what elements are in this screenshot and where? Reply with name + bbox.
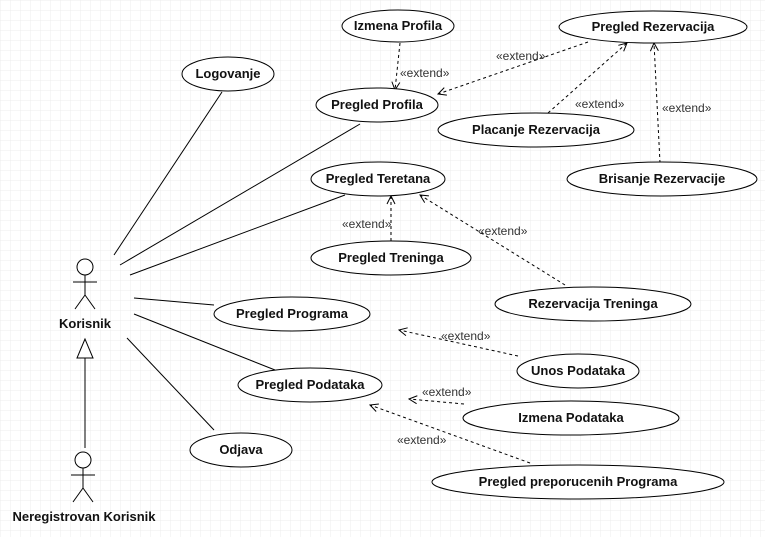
extend-label: «extend» xyxy=(478,224,528,238)
use-case-izmena-podataka[interactable]: Izmena Podataka xyxy=(462,400,680,436)
extend-label: «extend» xyxy=(441,329,491,343)
actor-label: Neregistrovan Korisnik xyxy=(12,509,156,524)
extend-label: «extend» xyxy=(496,49,546,63)
extend-labels: «extend» «extend» «extend» «extend» «ext… xyxy=(342,49,712,447)
use-case-label: Pregled Rezervacija xyxy=(592,19,716,34)
extend-label: «extend» xyxy=(575,97,625,111)
use-case-odjava[interactable]: Odjava xyxy=(189,432,293,468)
use-case-pregled-teretana[interactable]: Pregled Teretana xyxy=(310,161,446,197)
use-case-label: Pregled preporucenih Programa xyxy=(479,474,678,489)
use-case-label: Unos Podataka xyxy=(531,363,626,378)
associations xyxy=(113,91,361,431)
use-case-label: Pregled Treninga xyxy=(338,250,444,265)
use-case-label: Izmena Profila xyxy=(354,18,443,33)
actor-head-icon xyxy=(76,258,94,276)
use-case-logovanje[interactable]: Logovanje xyxy=(181,56,275,92)
use-case-label: Pregled Programa xyxy=(236,306,349,321)
extend-relations xyxy=(370,41,661,464)
use-case-label: Pregled Profila xyxy=(331,97,424,112)
use-case-label: Odjava xyxy=(219,442,263,457)
extend-label: «extend» xyxy=(422,385,472,399)
use-case-pregled-rezervacija[interactable]: Pregled Rezervacija xyxy=(558,10,748,44)
extend-label: «extend» xyxy=(342,217,392,231)
use-case-pregled-podataka[interactable]: Pregled Podataka xyxy=(237,367,383,403)
use-case-label: Logovanje xyxy=(195,66,260,81)
use-case-izmena-profila[interactable]: Izmena Profila xyxy=(341,9,455,43)
extend-label: «extend» xyxy=(662,101,712,115)
use-case-pregled-programa[interactable]: Pregled Programa xyxy=(213,296,371,332)
use-case-rezervacija-treninga[interactable]: Rezervacija Treninga xyxy=(494,286,692,322)
generalization-arrow xyxy=(76,337,94,448)
extend-label: «extend» xyxy=(400,66,450,80)
actor-head-icon xyxy=(74,451,92,469)
extend-label: «extend» xyxy=(397,433,447,447)
use-case-brisanje-rezervacije[interactable]: Brisanje Rezervacije xyxy=(566,161,758,197)
use-case-label: Izmena Podataka xyxy=(518,410,624,425)
use-case-label: Pregled Teretana xyxy=(326,171,431,186)
actor-neregistrovan-korisnik[interactable]: Neregistrovan Korisnik xyxy=(12,451,156,524)
actor-korisnik[interactable]: Korisnik xyxy=(59,258,112,331)
use-case-pregled-preporucenih-programa[interactable]: Pregled preporucenih Programa xyxy=(431,464,725,500)
use-case-pregled-profila[interactable]: Pregled Profila xyxy=(315,87,439,123)
actor-label: Korisnik xyxy=(59,316,112,331)
use-case-pregled-treninga[interactable]: Pregled Treninga xyxy=(310,240,472,276)
use-case-label: Rezervacija Treninga xyxy=(528,296,658,311)
use-cases: Izmena Profila Pregled Rezervacija Logov… xyxy=(181,9,758,500)
use-case-unos-podataka[interactable]: Unos Podataka xyxy=(516,353,640,389)
use-case-label: Brisanje Rezervacije xyxy=(599,171,725,186)
use-case-label: Pregled Podataka xyxy=(255,377,365,392)
use-case-placanje-rezervacija[interactable]: Placanje Rezervacija xyxy=(437,112,635,148)
use-case-label: Placanje Rezervacija xyxy=(472,122,601,137)
